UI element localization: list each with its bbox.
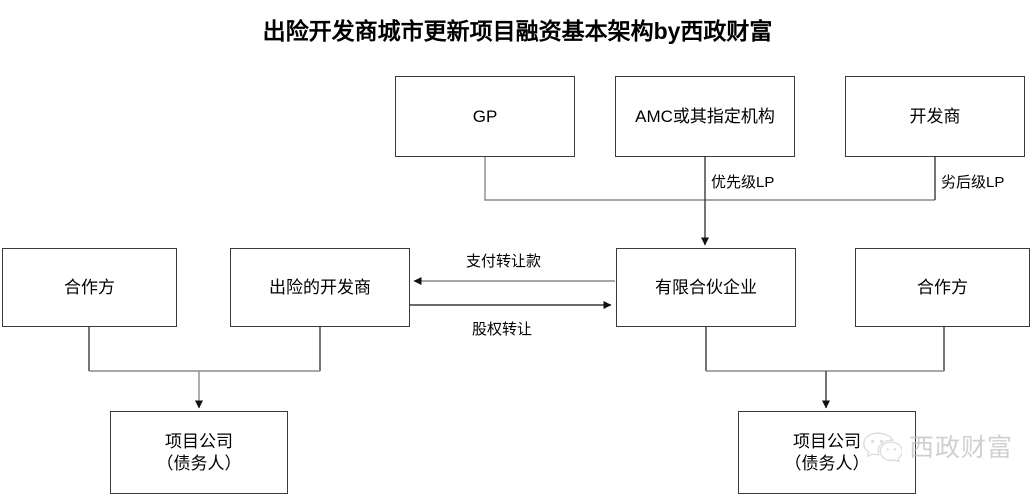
node-amc-label: AMC或其指定机构 xyxy=(635,106,775,126)
node-developer-label: 开发商 xyxy=(909,106,961,126)
node-developer[interactable]: 开发商 xyxy=(845,76,1025,157)
node-gp-label: GP xyxy=(472,106,498,126)
node-partner-left[interactable]: 合作方 xyxy=(2,248,177,327)
node-gp[interactable]: GP xyxy=(395,76,575,157)
node-partner-left-label: 合作方 xyxy=(64,277,115,297)
edge-label-junior-lp: 劣后级LP xyxy=(941,174,1005,191)
node-project-company-left[interactable]: 项目公司 （债务人） xyxy=(110,411,288,494)
edge-label-payment-transfer: 支付转让款 xyxy=(466,253,542,270)
page-title: 出险开发商城市更新项目融资基本架构by西政财富 xyxy=(262,18,773,44)
connector-gp-to-lp xyxy=(484,157,935,201)
node-partner-right[interactable]: 合作方 xyxy=(855,248,1030,327)
node-amc[interactable]: AMC或其指定机构 xyxy=(615,76,795,157)
edge-label-senior-lp: 优先级LP xyxy=(711,174,775,191)
node-partner-right-label: 合作方 xyxy=(917,277,968,297)
node-limited-partnership-label: 有限合伙企业 xyxy=(655,277,757,297)
node-project-company-left-label: 项目公司 （债务人） xyxy=(156,431,242,473)
edge-label-equity-transfer: 股权转让 xyxy=(472,321,533,338)
node-distressed-developer-label: 出险的开发商 xyxy=(269,277,371,297)
node-project-company-right[interactable]: 项目公司 （债务人） xyxy=(738,411,916,494)
node-project-company-right-label: 项目公司 （债务人） xyxy=(784,431,870,473)
node-distressed-developer[interactable]: 出险的开发商 xyxy=(230,248,410,327)
node-limited-partnership[interactable]: 有限合伙企业 xyxy=(616,248,796,327)
